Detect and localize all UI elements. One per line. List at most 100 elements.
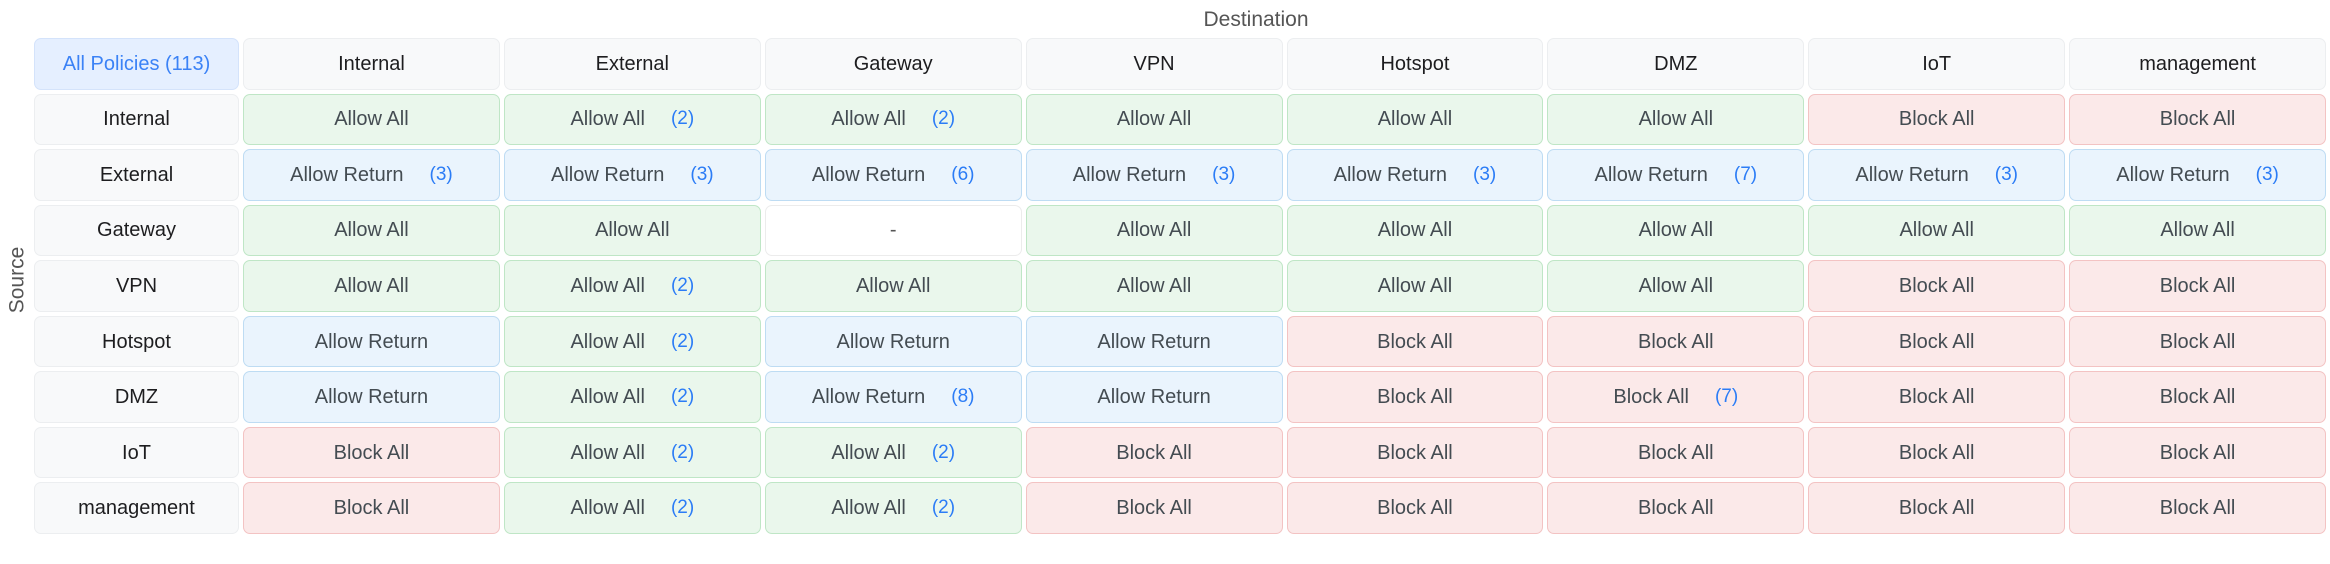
policy-cell[interactable]: Allow All [1547,93,1805,146]
policy-cell-label: Block All [1638,330,1714,353]
column-header-management[interactable]: management [2069,38,2326,90]
policy-cell[interactable]: Block All [1808,482,2066,534]
policy-cell[interactable]: Block All [243,482,500,534]
policy-cell[interactable]: Block All [2069,426,2326,479]
policy-cell-label: Allow Return [551,163,665,186]
policy-cell[interactable]: Block All [1025,482,1283,534]
policy-cell[interactable]: Block All [2069,260,2326,312]
policy-cell-label: Allow All [831,441,906,464]
row-header-iot[interactable]: IoT [34,426,239,479]
policy-cell-label: Block All [1898,330,1975,353]
column-header-vpn[interactable]: VPN [1025,38,1283,90]
policy-cell[interactable]: Allow All [1808,204,2066,257]
all-policies-button[interactable]: All Policies (113) [34,38,239,90]
policy-cell[interactable]: Allow Return [764,315,1022,368]
policy-cell[interactable]: Block All(7) [1547,371,1805,423]
policy-cell[interactable]: Block All [1286,315,1544,368]
policy-cell-label: Block All [2159,497,2236,520]
policy-cell-label: Allow Return [1097,330,1211,353]
row-header-dmz[interactable]: DMZ [34,371,239,423]
column-header-iot[interactable]: IoT [1808,38,2066,90]
policy-cell-label: Allow All [1116,108,1192,131]
policy-cell[interactable]: Allow Return [243,371,500,423]
policy-cell[interactable]: Allow All(2) [764,93,1022,146]
policy-cell[interactable]: Block All [1808,260,2066,312]
policy-cell[interactable]: Allow All [243,204,500,257]
policy-cell[interactable]: Allow All(2) [764,426,1022,479]
policy-cell[interactable]: Allow Return [1025,371,1283,423]
policy-cell[interactable]: Block All [1808,315,2066,368]
policy-cell-label: Allow Return [1855,163,1969,186]
policy-cell[interactable]: Block All [1547,482,1805,534]
policy-cell[interactable]: Block All [1808,426,2066,479]
policy-cell-label: Allow Return [1333,163,1448,186]
policy-cell[interactable]: Allow All(2) [503,93,761,146]
policy-cell[interactable]: Allow Return [243,315,500,368]
row-header-hotspot[interactable]: Hotspot [34,315,239,368]
policy-cell[interactable]: Allow Return(3) [503,149,761,201]
row-header-internal[interactable]: Internal [34,93,239,146]
policy-cell[interactable]: Allow All [2069,204,2326,257]
policy-cell[interactable]: Block All [2069,482,2326,534]
policy-cell[interactable]: Allow All(2) [503,371,761,423]
policy-cell[interactable]: Allow Return(3) [1025,149,1283,201]
policy-cell[interactable]: Allow All [243,93,500,146]
policy-cell[interactable]: Allow All [1547,204,1805,257]
policy-cell[interactable]: Allow All [1025,204,1283,257]
policy-cell[interactable]: Allow All(2) [503,482,761,534]
column-header-external[interactable]: External [503,38,761,90]
row-header-external[interactable]: External [34,149,239,201]
policy-cell[interactable]: Block All [1286,371,1544,423]
policy-cell[interactable]: Allow All [1025,93,1283,146]
policy-cell[interactable]: Allow Return(3) [1808,149,2066,201]
row-header-management[interactable]: management [34,482,239,534]
policy-cell[interactable]: Block All [1808,371,2066,423]
policy-cell[interactable]: Allow All [1286,93,1544,146]
policy-cell-label: Block All [1638,497,1714,520]
policy-cell[interactable]: Allow All(2) [503,315,761,368]
policy-cell[interactable]: Allow All(2) [503,260,761,312]
source-axis-label: Source [0,40,34,520]
row-header-vpn[interactable]: VPN [34,260,239,312]
policy-cell[interactable]: Block All [2069,371,2326,423]
column-header-gateway[interactable]: Gateway [764,38,1022,90]
policy-cell[interactable]: Allow All [1286,204,1544,257]
policy-cell[interactable]: Allow Return (3) [1286,149,1544,201]
policy-cell[interactable]: Block All [2069,93,2326,146]
policy-cell[interactable]: Block All [2069,315,2326,368]
column-header-dmz[interactable]: DMZ [1547,38,1805,90]
policy-cell[interactable]: Allow All [1025,260,1283,312]
policy-cell[interactable]: Allow Return(8) [764,371,1022,423]
policy-cell[interactable]: Allow All [1286,260,1544,312]
policy-cell[interactable]: Block All [1286,482,1544,534]
policy-cell[interactable]: Allow All [1547,260,1805,312]
policy-cell[interactable]: Allow All(2) [503,426,761,479]
policy-cell[interactable]: Allow All [503,204,761,257]
policy-cell[interactable]: Allow Return(6) [764,149,1022,201]
column-header-internal[interactable]: Internal [243,38,500,90]
policy-cell-label: Allow All [570,330,645,353]
policy-cell[interactable]: Allow Return(3) [2069,149,2326,201]
policy-cell-label: Allow All [570,497,645,520]
policy-cell[interactable]: Allow Return(3) [243,149,500,201]
policy-cell[interactable]: Block All [243,426,500,479]
policy-cell-label: Allow All [1116,219,1192,242]
row-header-gateway[interactable]: Gateway [34,204,239,257]
policy-cell[interactable]: Allow All(2) [764,482,1022,534]
policy-cell[interactable]: Block All [1547,426,1805,479]
column-header-hotspot[interactable]: Hotspot [1286,38,1544,90]
policy-cell[interactable]: Block All [1547,315,1805,368]
policy-cell-label: Block All [1898,441,1975,464]
policy-cell[interactable]: Allow All [243,260,500,312]
policy-cell[interactable]: Allow Return(7) [1547,149,1805,201]
policy-cell-label: Allow All [1899,219,1974,242]
policy-cell[interactable]: Block All [1025,426,1283,479]
policy-cell[interactable]: - [764,204,1022,257]
policy-cell[interactable]: Block All [1286,426,1544,479]
policy-cell-count: (3) [1473,163,1497,185]
policy-cell[interactable]: Allow All [764,260,1022,312]
policy-cell-label: Allow All [1377,108,1453,131]
policy-cell[interactable]: Block All [1808,93,2066,146]
policy-cell-count: (2) [670,274,695,296]
policy-cell[interactable]: Allow Return [1025,315,1283,368]
